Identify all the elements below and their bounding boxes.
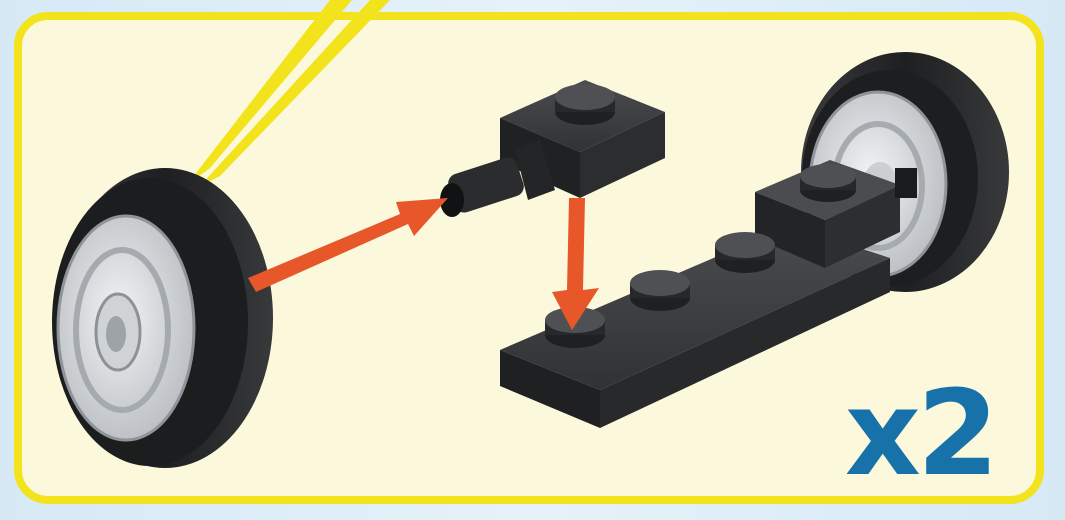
- stud: [800, 164, 856, 202]
- left-wheel-icon: [52, 168, 273, 468]
- pin-plate-icon: [440, 80, 665, 217]
- arrow-to-pin-icon: [248, 198, 448, 292]
- stud: [630, 270, 690, 311]
- stud: [715, 232, 775, 273]
- quantity-label: x2: [845, 374, 995, 492]
- callout-pointer: [186, 0, 390, 186]
